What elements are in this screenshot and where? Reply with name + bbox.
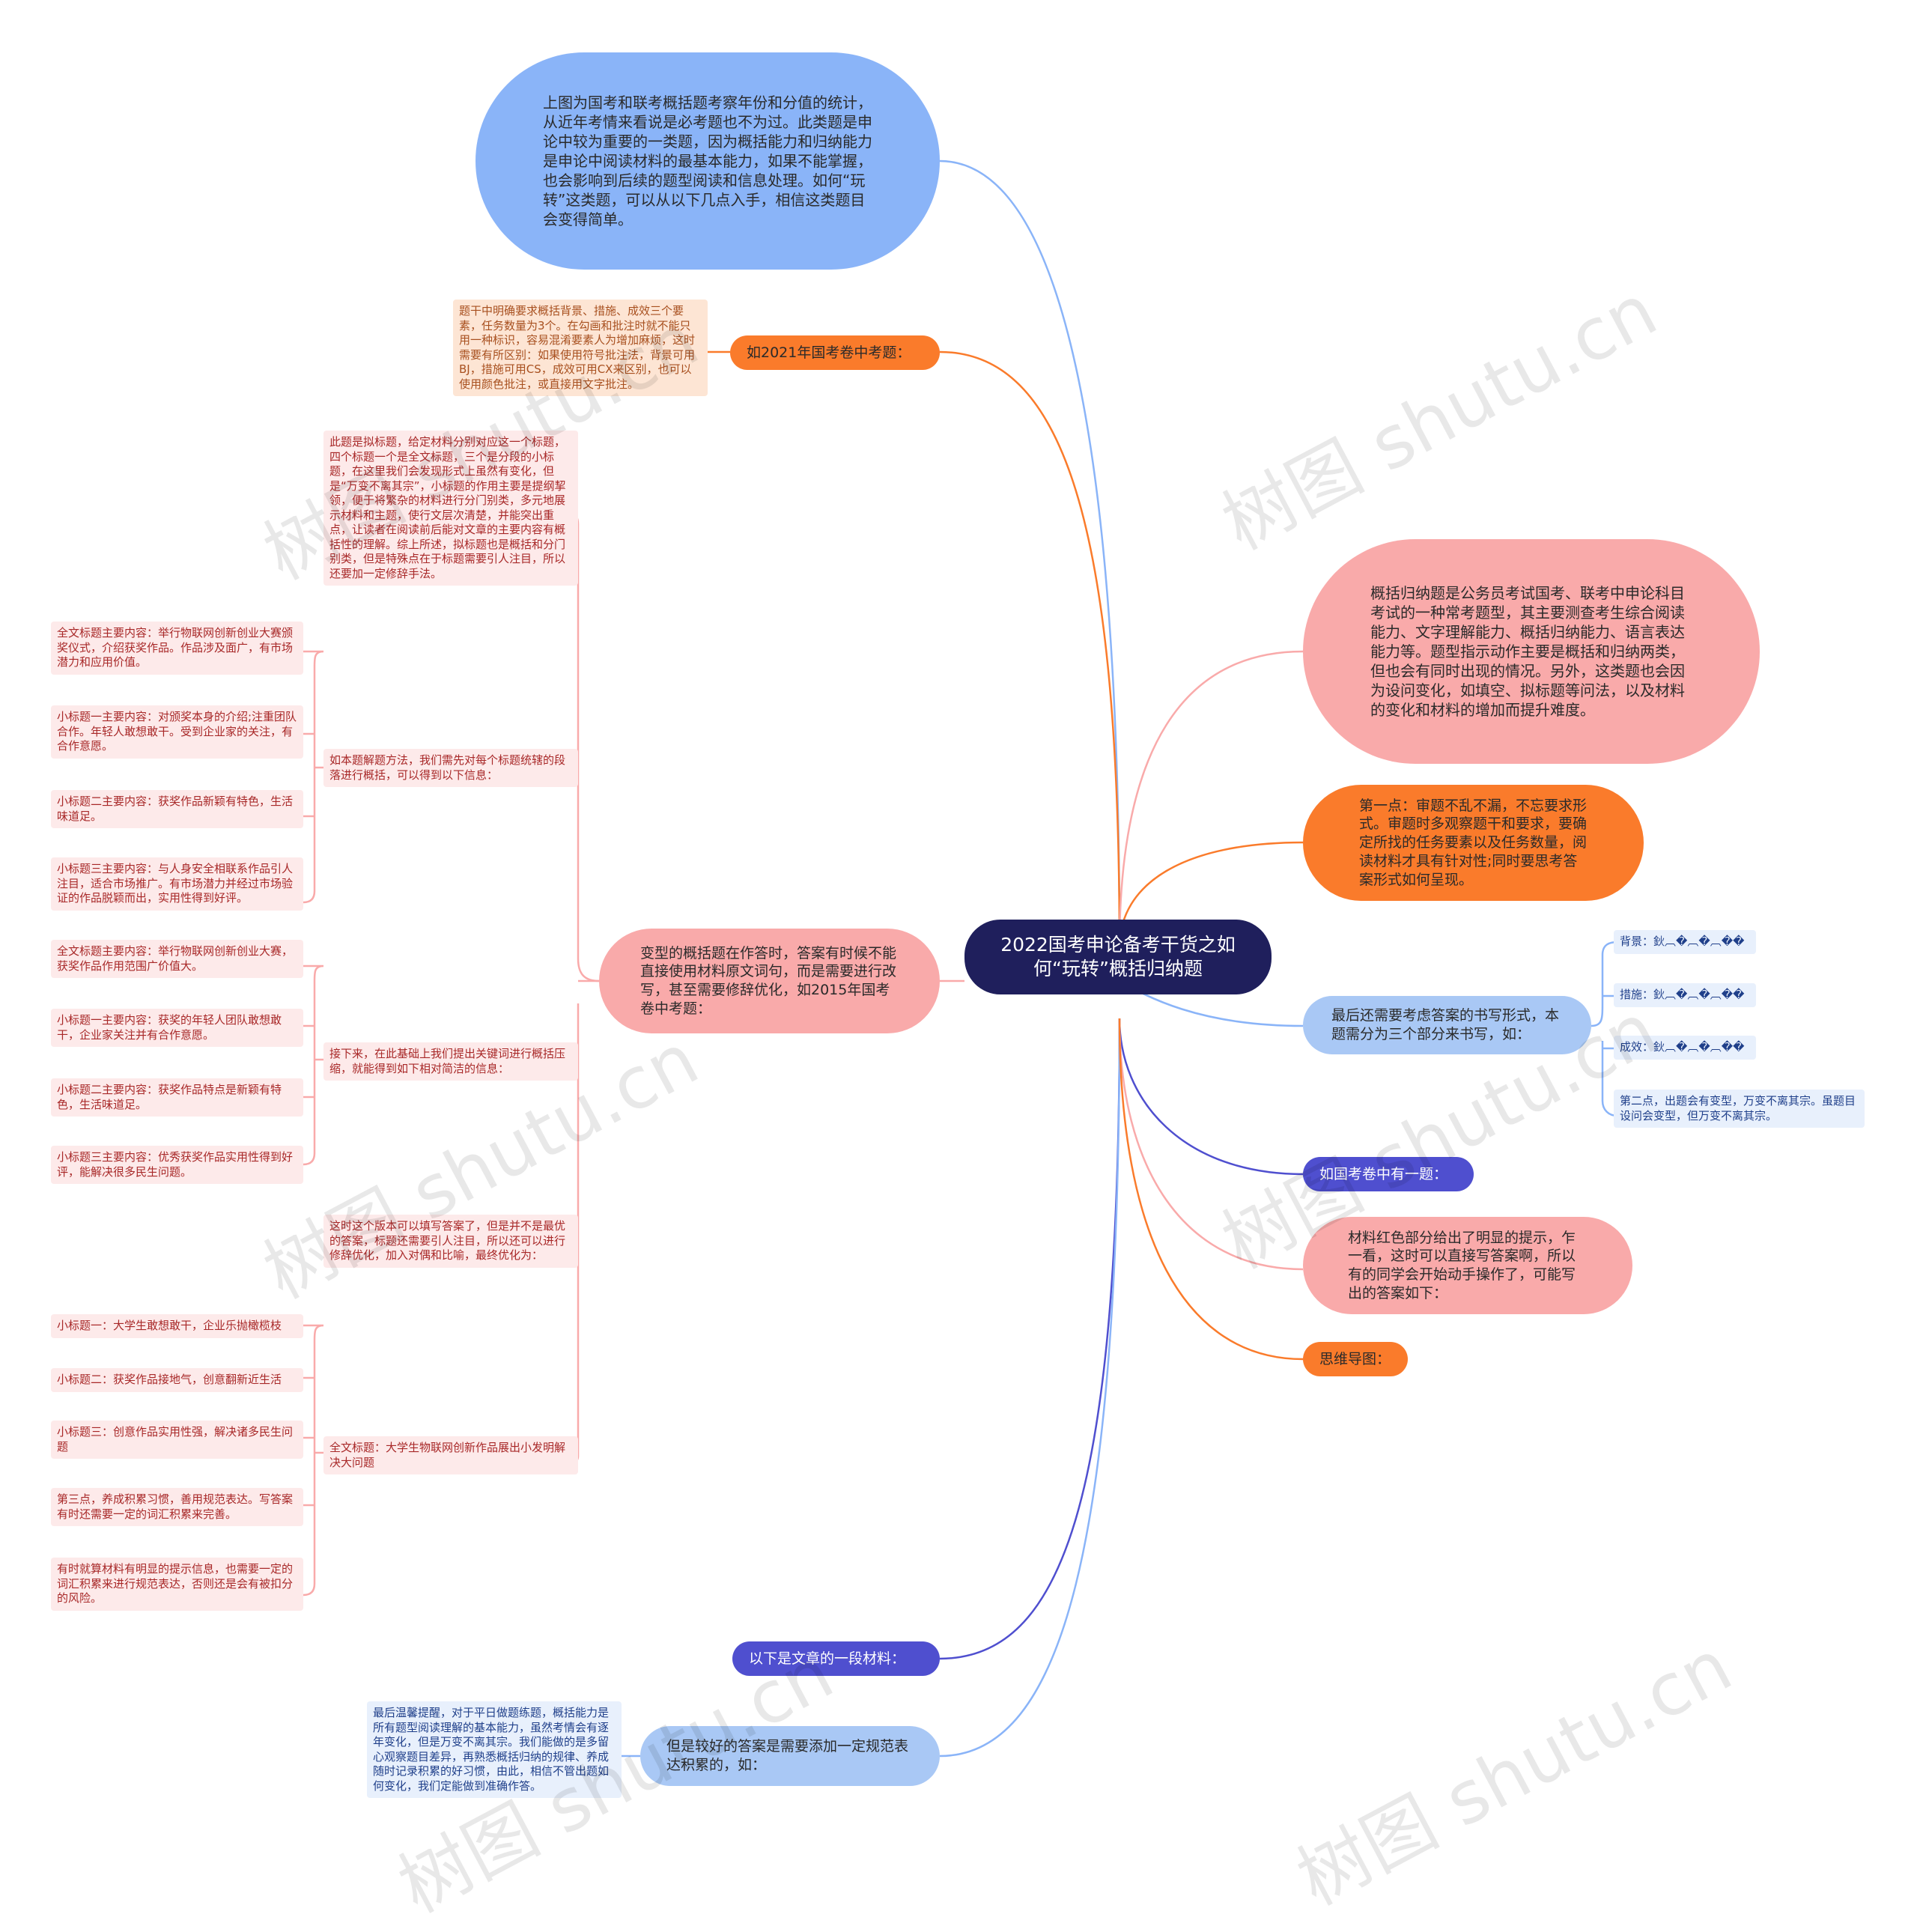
variant-sub-s2-text: 如本题解题方法，我们需先对每个标题统辖的段落进行概括，可以得到以下信息： — [329, 753, 566, 782]
s2-item-4: 小标题三主要内容：与人身安全相联系作品引人注目，适合市场推广。有市场潜力并经过市… — [51, 857, 303, 911]
s3-item-4-text: 小标题三主要内容：优秀获奖作品实用性得到好评，能解决很多民生问题。 — [57, 1150, 294, 1179]
bracket-s3 — [303, 965, 324, 1166]
s3-item-3: 小标题二主要内容：获奖作品特点是新颖有特色，生活味道足。 — [51, 1078, 303, 1117]
format-label: 最后还需要考虑答案的书写形式，本题需分为三个部分来书写，如： — [1331, 1007, 1560, 1042]
definition-text: 概括归纳题是公务员考试国考、联考中申论科目考试的一种常考题型，其主要测查考生综合… — [1370, 584, 1685, 719]
link-good — [939, 1018, 1121, 1758]
link-material — [939, 1018, 1121, 1660]
good-detail-text: 最后温馨提醒，对于平日做题练题，概括能力是所有题型阅读理解的基本能力，虽然考情会… — [373, 1706, 610, 1793]
variant-sub-s5: 全文标题：大学生物联网创新作品展出小发明解决大问题 — [323, 1436, 578, 1474]
s5-item-2-text: 小标题二：获奖作品接地气，创意翻新近生活 — [57, 1373, 282, 1386]
mindmap-node[interactable]: 思维导图： — [1303, 1342, 1408, 1376]
s5-item-2: 小标题二：获奖作品接地气，创意翻新近生活 — [51, 1368, 303, 1392]
definition-node[interactable]: 概括归纳题是公务员考试国考、联考中申论科目考试的一种常考题型，其主要测查考生综合… — [1303, 539, 1760, 764]
s3-item-3-text: 小标题二主要内容：获奖作品特点是新颖有特色，生活味道足。 — [57, 1083, 282, 1111]
good-node[interactable]: 但是较好的答案是需要添加一定规范表达积累的，如： — [640, 1726, 940, 1786]
exam2021-node[interactable]: 如2021年国考卷中考题： — [730, 335, 940, 370]
good-label: 但是较好的答案是需要添加一定规范表达积累的，如： — [666, 1738, 909, 1773]
s5-item-5: 有时就算材料有明显的提示信息，也需要一定的词汇积累来进行规范表达，否则还是会有被… — [51, 1558, 303, 1611]
variant-sub-s4: 这时这个版本可以填写答案了，但是并不是最优的答案，标题还需要引人注目，所以还可以… — [323, 1215, 578, 1268]
s2-item-1: 全文标题主要内容：举行物联网创新创业大赛颁奖仪式，介绍获奖作品。作品涉及面广，有… — [51, 622, 303, 675]
mindmap-label: 思维导图： — [1319, 1350, 1391, 1367]
format-item-4: 第二点，出题会有变型，万变不离其宗。虽题目设问会变型，但万变不离其宗。 — [1614, 1090, 1865, 1128]
format-item-1: 背景：鈥︹�︹�︹�� — [1614, 930, 1756, 954]
bracket-variant — [568, 511, 600, 1465]
s2-item-3-text: 小标题二主要内容：获奖作品新颖有特色，生活味道足。 — [57, 795, 294, 823]
variant-sub-s5-text: 全文标题：大学生物联网创新作品展出小发明解决大问题 — [329, 1441, 566, 1469]
variant-sub-s2: 如本题解题方法，我们需先对每个标题统辖的段落进行概括，可以得到以下信息： — [323, 749, 578, 787]
point1-text: 第一点：审题不乱不漏，不忘要求形式。审题时多观察题干和要求，要确定所找的任务要素… — [1359, 797, 1588, 888]
hint-node[interactable]: 材料红色部分给出了明显的提示，乍一看，这时可以直接写答案啊，所以有的同学会开始动… — [1303, 1217, 1632, 1314]
hint-text: 材料红色部分给出了明显的提示，乍一看，这时可以直接写答案啊，所以有的同学会开始动… — [1348, 1229, 1576, 1301]
format-item-2: 措施：鈥︹�︹�︹�� — [1614, 983, 1756, 1007]
s3-item-1-text: 全文标题主要内容：举行物联网创新创业大赛，获奖作品作用范围广价值大。 — [57, 944, 294, 973]
intro-text: 上图为国考和联考概括题考察年份和分值的统计，从近年考情来看说是必考题也不为过。此… — [543, 94, 872, 228]
format-item-3-text: 成效：鈥︹�︹�︹�� — [1620, 1040, 1745, 1054]
s3-item-1: 全文标题主要内容：举行物联网创新创业大赛，获奖作品作用范围广价值大。 — [51, 940, 303, 978]
s3-item-2: 小标题一主要内容：获奖的年轻人团队敢想敢干，企业家关注并有合作意愿。 — [51, 1009, 303, 1047]
s3-item-2-text: 小标题一主要内容：获奖的年轻人团队敢想敢干，企业家关注并有合作意愿。 — [57, 1013, 282, 1042]
central-topic[interactable]: 2022国考申论备考干货之如何“玩转”概括归纳题 — [964, 920, 1272, 994]
material-label: 以下是文章的一段材料： — [749, 1650, 906, 1667]
s5-item-3: 小标题三：创意作品实用性强，解决诸多民生问题 — [51, 1421, 303, 1459]
exam-q-node[interactable]: 如国考卷中有一题： — [1303, 1157, 1474, 1191]
s5-item-4: 第三点，养成积累习惯，善用规范表达。写答案有时还需要一定的词汇积累来完善。 — [51, 1488, 303, 1526]
format-item-3: 成效：鈥︹�︹�︹�� — [1614, 1036, 1756, 1060]
s2-item-3: 小标题二主要内容：获奖作品新颖有特色，生活味道足。 — [51, 790, 303, 828]
format-item-4-text: 第二点，出题会有变型，万变不离其宗。虽题目设问会变型，但万变不离其宗。 — [1620, 1094, 1856, 1123]
link-exam-q — [1118, 1018, 1304, 1176]
link-definition — [1118, 650, 1304, 948]
s2-item-2: 小标题一主要内容：对颁奖本身的介绍;注重团队合作。年轻人敢想敢干。受到企业家的关… — [51, 705, 303, 759]
intro-node[interactable]: 上图为国考和联考概括题考察年份和分值的统计，从近年考情来看说是必考题也不为过。此… — [476, 52, 940, 270]
central-topic-text: 2022国考申论备考干货之如何“玩转”概括归纳题 — [1000, 933, 1236, 980]
variant-sub-s1: 此题是拟标题，给定材料分别对应这一个标题，四个标题一个是全文标题，三个是分段的小… — [323, 431, 578, 586]
s5-item-1: 小标题一：大学生敢想敢干，企业乐抛橄榄枝 — [51, 1314, 303, 1338]
s5-item-1-text: 小标题一：大学生敢想敢干，企业乐抛橄榄枝 — [57, 1319, 282, 1332]
variant-sub-s1-text: 此题是拟标题，给定材料分别对应这一个标题，四个标题一个是全文标题，三个是分段的小… — [329, 435, 566, 580]
variant-sub-s3-text: 接下来，在此基础上我们提出关键词进行概括压缩，就能得到如下相对简洁的信息： — [329, 1047, 566, 1075]
bracket-s2 — [303, 650, 324, 904]
link-mindmap — [1118, 1018, 1304, 1361]
s5-item-5-text: 有时就算材料有明显的提示信息，也需要一定的词汇积累来进行规范表达，否则还是会有被… — [57, 1562, 294, 1605]
format-item-2-text: 措施：鈥︹�︹�︹�� — [1620, 988, 1745, 1001]
s5-item-3-text: 小标题三：创意作品实用性强，解决诸多民生问题 — [57, 1425, 294, 1453]
link-intro — [939, 160, 1121, 948]
material-node[interactable]: 以下是文章的一段材料： — [732, 1641, 940, 1676]
bracket-format — [1591, 941, 1618, 1117]
link-hint — [1118, 1018, 1304, 1271]
s2-item-2-text: 小标题一主要内容：对颁奖本身的介绍;注重团队合作。年轻人敢想敢干。受到企业家的关… — [57, 710, 297, 753]
s5-item-4-text: 第三点，养成积累习惯，善用规范表达。写答案有时还需要一定的词汇积累来完善。 — [57, 1492, 294, 1521]
variant-sub-s3: 接下来，在此基础上我们提出关键词进行概括压缩，就能得到如下相对简洁的信息： — [323, 1042, 578, 1081]
exam2021-detail: 题干中明确要求概括背景、措施、成效三个要素，任务数量为3个。在勾画和批注时就不能… — [453, 300, 708, 396]
s2-item-4-text: 小标题三主要内容：与人身安全相联系作品引人注目，适合市场推广。有市场潜力并经过市… — [57, 862, 294, 905]
exam-q-label: 如国考卷中有一题： — [1319, 1165, 1448, 1182]
variant-label: 变型的概括题在作答时，答案有时候不能直接使用材料原文词句，而是需要进行改写，甚至… — [640, 944, 897, 1017]
exam2021-label: 如2021年国考卷中考题： — [747, 344, 911, 361]
variant-node[interactable]: 变型的概括题在作答时，答案有时候不能直接使用材料原文词句，而是需要进行改写，甚至… — [599, 929, 940, 1033]
s3-item-4: 小标题三主要内容：优秀获奖作品实用性得到好评，能解决很多民生问题。 — [51, 1146, 303, 1184]
exam2021-detail-text: 题干中明确要求概括背景、措施、成效三个要素，任务数量为3个。在勾画和批注时就不能… — [459, 304, 696, 391]
good-detail: 最后温馨提醒，对于平日做题练题，概括能力是所有题型阅读理解的基本能力，虽然考情会… — [367, 1701, 622, 1798]
point1-node[interactable]: 第一点：审题不乱不漏，不忘要求形式。审题时多观察题干和要求，要确定所找的任务要素… — [1303, 785, 1644, 901]
format-item-1-text: 背景：鈥︹�︹�︹�� — [1620, 935, 1745, 948]
link-exam2021 — [939, 350, 1121, 948]
variant-sub-s4-text: 这时这个版本可以填写答案了，但是并不是最优的答案，标题还需要引人注目，所以还可以… — [329, 1219, 566, 1262]
s2-item-1-text: 全文标题主要内容：举行物联网创新创业大赛颁奖仪式，介绍获奖作品。作品涉及面广，有… — [57, 626, 294, 669]
bracket-s5 — [303, 1324, 324, 1597]
format-node[interactable]: 最后还需要考虑答案的书写形式，本题需分为三个部分来书写，如： — [1303, 996, 1591, 1054]
